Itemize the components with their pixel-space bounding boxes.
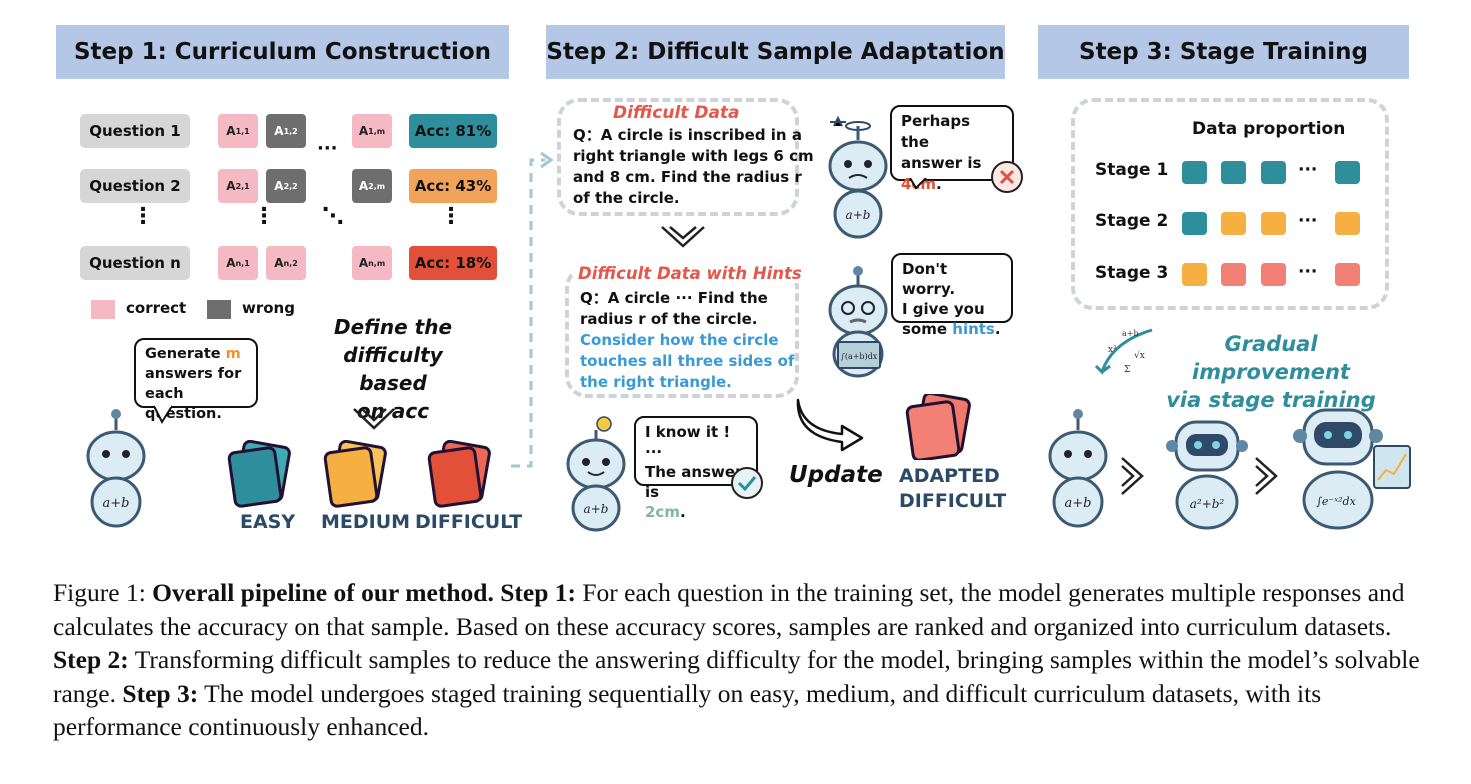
step3-header: Step 3: Stage Training [1038,25,1409,79]
wrong-bubble-tail [906,178,936,192]
stage-2-label: Stage 2 [1095,211,1168,231]
legend-correct-label: correct [126,299,186,317]
stage-1-block-3 [1261,161,1286,184]
legend-correct-swatch [91,300,115,319]
advanced-robot-icon: ∫e⁻ˣ²dx [1288,404,1414,534]
stage-2-block-1 [1182,212,1207,235]
medium-cards-icon [322,440,398,508]
dashed-connector [505,148,555,470]
chevron-down-icon-2 [660,224,706,250]
adapted-difficult-cards-icon [904,394,976,460]
stage-3-block-3 [1261,263,1286,286]
chevron-right-icon-2 [1252,456,1280,496]
legend-wrong-label: wrong [242,299,295,317]
chevron-down-icon [352,406,396,432]
generate-bubble: Generate m answers for each question. [134,338,258,408]
data-proportion-title: Data proportion [1192,119,1345,139]
difficult-cards-icon [426,440,502,508]
svg-text:x²: x² [1108,345,1117,355]
curved-arrow-icon [792,396,868,452]
svg-text:a+b: a+b [584,502,609,516]
vertical-dots-acc: ⋮ [440,206,462,228]
svg-text:a+b: a+b [1065,496,1092,511]
stage-3-block-2 [1221,263,1246,286]
bulb-robot-icon: a+b [562,414,630,532]
difficult-question-text: Q：A circle is inscribed in a right trian… [573,125,814,209]
teacher-robot-icon: ∫(a+b)dx [824,264,892,380]
stage-3-block-1 [1182,263,1207,286]
confused-robot-icon: a+b [824,114,892,242]
robot-icon: a+b [82,408,150,530]
horizontal-dots: ··· [317,140,338,158]
chevron-right-icon-1 [1118,456,1146,496]
stage-1-ellipsis: ··· [1298,160,1317,180]
stage-2-block-3 [1261,212,1286,235]
vertical-dots-question: ⋮ [132,206,154,228]
step2-header: Step 2: Difficult Sample Adaptation [546,25,1005,79]
vertical-dots-answer: ⋮ [253,206,275,228]
svg-text:∫e⁻ˣ²dx: ∫e⁻ˣ²dx [1316,495,1356,508]
svg-text:a+b: a+b [1122,329,1139,338]
stage-2-block-2 [1221,212,1246,235]
svg-text:Σ: Σ [1124,365,1130,375]
svg-text:a+b: a+b [103,496,130,511]
stage-2-block-4 [1335,212,1360,235]
question-1-box: Question 1 [80,114,190,148]
question-n-box: Question n [80,246,190,280]
acc-badge-1: Acc: 81% [409,114,497,148]
difficult-label: DIFFICULT [415,511,522,533]
question-2-box: Question 2 [80,169,190,203]
figure-caption: Figure 1: Overall pipeline of our method… [53,576,1423,744]
gradual-improvement-text: Gradual improvement via stage training [1156,330,1386,414]
legend-wrong-swatch [207,300,231,319]
stage-1-block-1 [1182,161,1207,184]
acc-badge-n: Acc: 18% [409,246,497,280]
svg-text:∫(a+b)dx: ∫(a+b)dx [841,352,878,361]
step1-header: Step 1: Curriculum Construction [56,25,509,79]
svg-text:√x: √x [1134,350,1145,361]
stage-2-ellipsis: ··· [1298,211,1317,231]
diagonal-dots: ⋱ [322,206,344,228]
update-label: Update [789,462,883,488]
svg-text:a+b: a+b [846,208,871,222]
stage-3-ellipsis: ··· [1298,262,1317,282]
easy-label: EASY [240,511,295,533]
stage-1-label: Stage 1 [1095,160,1168,180]
stage-3-block-4 [1335,263,1360,286]
cross-icon [990,160,1024,194]
check-icon [730,466,764,500]
stage-1-block-4 [1335,161,1360,184]
math-swirl-arrow-icon: a+b x² √x Σ [1082,322,1162,396]
adapted-difficult-label: ADAPTED DIFFICULT [899,464,999,514]
small-robot-icon: a+b [1044,408,1112,530]
generate-bubble-tail [150,404,180,426]
medium-label: MEDIUM [321,511,410,533]
difficult-data-title: Difficult Data [609,103,744,123]
medium-robot-icon: a²+b² [1164,418,1250,532]
svg-text:a²+b²: a²+b² [1190,497,1225,511]
teacher-bubble-tail [894,262,908,292]
easy-cards-icon [226,440,302,508]
hints-data-title: Difficult Data with Hints [574,264,806,283]
stage-1-block-2 [1221,161,1246,184]
acc-badge-2: Acc: 43% [409,169,497,203]
hints-question-text: Q：A circle ··· Find the radius r of the … [580,288,794,393]
stage-3-label: Stage 3 [1095,263,1168,283]
teacher-bubble: Don't worry. I give you some hints. [891,253,1013,323]
